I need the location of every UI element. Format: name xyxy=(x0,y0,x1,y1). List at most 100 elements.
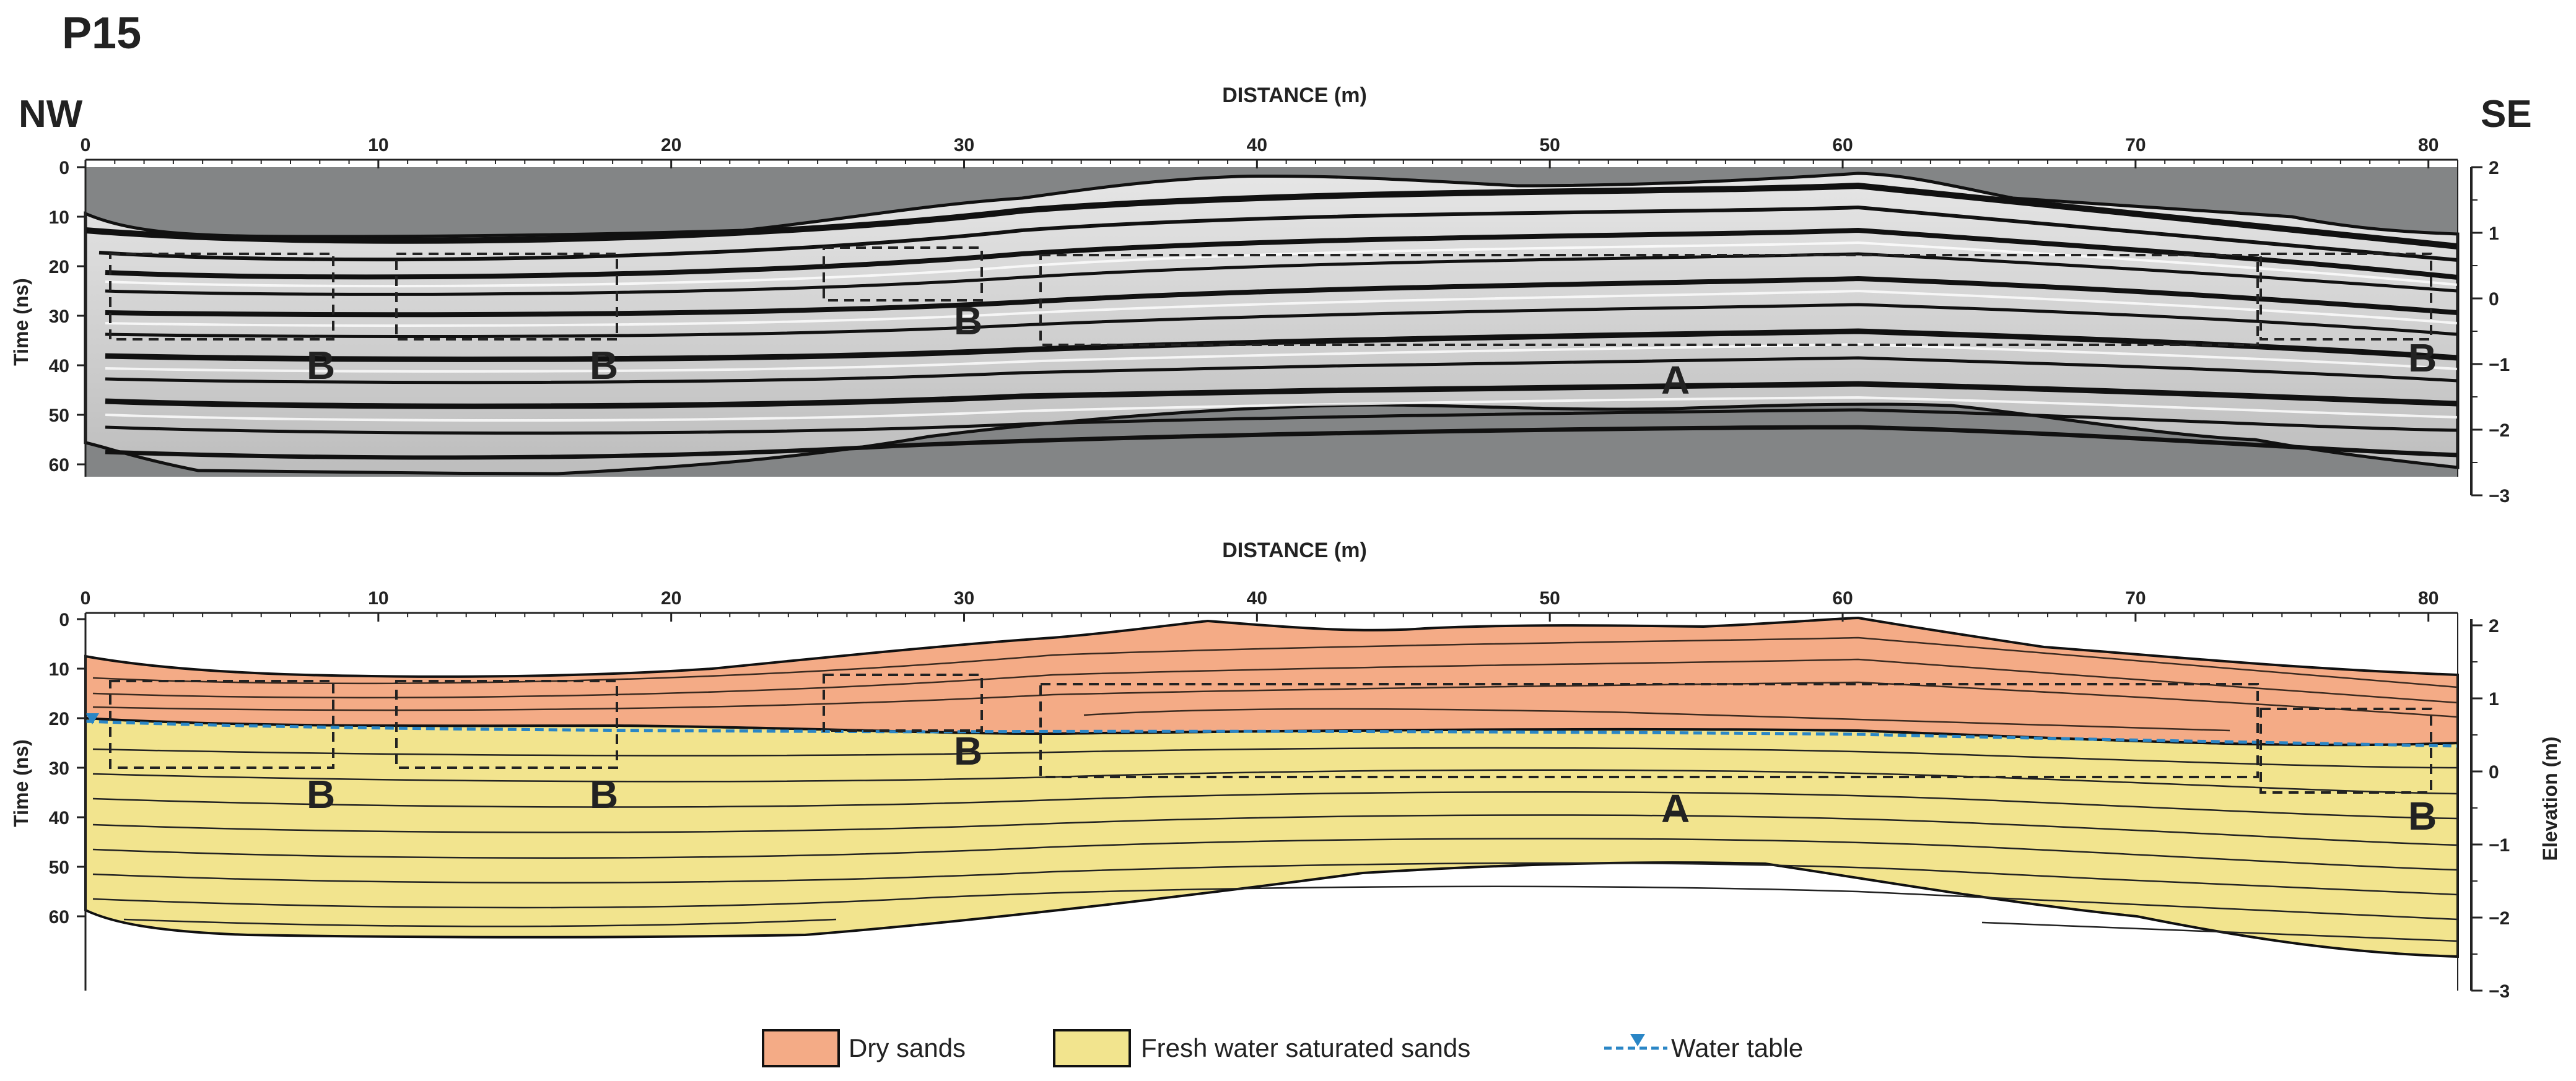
interpretation-panel: DISTANCE (m) Time (ns) Elevation (m) xyxy=(10,539,2561,1002)
x-tick-label: 30 xyxy=(954,588,974,609)
zone-box-b1 xyxy=(109,680,334,769)
top-elev-ticks: 2 1 0 −1 −2 −3 xyxy=(2471,158,2510,506)
zone-label: A xyxy=(1661,786,1690,831)
elev-tick-label: −1 xyxy=(2489,355,2510,375)
zone-box-a xyxy=(1039,683,2259,778)
x-tick-label: 80 xyxy=(2418,588,2438,609)
y-tick-label: 50 xyxy=(49,406,69,426)
y-tick-label: 20 xyxy=(49,709,69,729)
zone-label: B xyxy=(307,343,335,388)
radargram-light-bands xyxy=(105,241,2458,422)
y-tick-label: 30 xyxy=(49,758,69,779)
zone-label: B xyxy=(307,772,335,817)
zone-label: B xyxy=(590,772,618,817)
y-tick-label: 50 xyxy=(49,857,69,878)
elev-tick-label: −2 xyxy=(2489,420,2510,441)
saturated-sands-bedding xyxy=(92,747,2458,942)
x-tick-label: 40 xyxy=(1247,135,1267,155)
x-tick-label: 80 xyxy=(2418,135,2438,155)
y-tick-label: 0 xyxy=(59,158,69,178)
x-tick-label: 50 xyxy=(1540,135,1560,155)
y-tick-label: 30 xyxy=(49,306,69,327)
top-x-ticks: 0 10 20 30 40 50 60 70 80 xyxy=(81,135,2438,168)
legend-item-water-table: Water table xyxy=(1604,1033,1803,1062)
bottom-x-ticks: 0 10 20 30 40 50 60 70 80 xyxy=(81,588,2438,622)
zone-box-b4 xyxy=(2259,253,2432,341)
x-tick-label: 40 xyxy=(1247,588,1267,609)
water-table-line xyxy=(85,719,2458,748)
y-tick-label: 10 xyxy=(49,659,69,680)
legend-item-dry-sands: Dry sands xyxy=(762,1029,966,1067)
bottom-elev-ticks: 2 1 0 −1 −2 −3 xyxy=(2471,616,2510,1002)
elev-tick-label: 2 xyxy=(2489,616,2499,636)
dry-sands-unit xyxy=(84,616,2459,747)
zone-label: B xyxy=(954,729,982,773)
x-tick-label: 30 xyxy=(954,135,974,155)
x-tick-label: 0 xyxy=(81,588,91,609)
radargram-panel: DISTANCE (m) Time (ns) xyxy=(10,84,2510,506)
x-tick-label: 10 xyxy=(368,588,388,609)
zone-box-b3 xyxy=(823,674,983,732)
zone-label: B xyxy=(2408,794,2437,838)
water-table-icon xyxy=(1630,1034,1645,1046)
bottom-axes xyxy=(84,612,2473,991)
x-tick-label: 60 xyxy=(1832,135,1853,155)
legend-swatch-dry-sands xyxy=(762,1029,840,1067)
top-zone-boxes xyxy=(109,246,2432,346)
x-tick-label: 60 xyxy=(1832,588,1853,609)
x-tick-label: 50 xyxy=(1540,588,1560,609)
legend-label-dry-sands: Dry sands xyxy=(849,1033,966,1062)
elev-tick-label: 2 xyxy=(2489,158,2499,178)
y-tick-label: 40 xyxy=(49,808,69,828)
direction-nw: NW xyxy=(19,93,83,136)
y-tick-label: 20 xyxy=(49,257,69,277)
legend-label-water-table: Water table xyxy=(1671,1033,1803,1062)
x-tick-label: 20 xyxy=(661,135,681,155)
elev-tick-label: −3 xyxy=(2489,981,2510,1002)
x-tick-label: 20 xyxy=(661,588,681,609)
y-tick-label: 60 xyxy=(49,907,69,927)
elev-tick-label: 1 xyxy=(2489,224,2499,244)
bottom-y-ticks: 0 10 20 30 40 50 60 xyxy=(49,610,85,927)
legend: Dry sands Fresh water saturated sands Wa… xyxy=(762,1029,1803,1067)
zone-box-b3 xyxy=(823,246,983,302)
elevation-axis-title: Elevation (m) xyxy=(2539,737,2561,861)
bottom-zone-labels: B B B A B xyxy=(307,729,2437,838)
zone-box-b1 xyxy=(109,253,334,341)
x-tick-label: 70 xyxy=(2125,135,2146,155)
radargram-reflectors xyxy=(85,182,2458,460)
zone-box-b2 xyxy=(395,253,618,341)
top-x-axis-title: DISTANCE (m) xyxy=(1222,84,1367,107)
x-tick-label: 0 xyxy=(81,135,91,155)
zone-label: B xyxy=(2408,336,2437,380)
zone-box-b2 xyxy=(395,680,618,769)
elev-tick-label: 0 xyxy=(2489,289,2499,310)
zone-box-b4 xyxy=(2259,708,2432,794)
legend-swatch-saturated-sands xyxy=(1053,1029,1131,1067)
x-tick-label: 70 xyxy=(2125,588,2146,609)
top-zone-labels: B B B A B xyxy=(307,298,2437,402)
profile-title: P15 xyxy=(62,9,141,58)
elev-tick-label: 0 xyxy=(2489,762,2499,783)
bottom-y-axis-title: Time (ns) xyxy=(10,739,32,827)
zone-label: A xyxy=(1661,358,1690,402)
y-tick-label: 0 xyxy=(59,610,69,630)
elev-tick-label: 1 xyxy=(2489,689,2499,710)
direction-se: SE xyxy=(2481,93,2532,136)
zone-label: B xyxy=(590,343,618,388)
bottom-zone-boxes xyxy=(109,674,2432,794)
elev-tick-label: −1 xyxy=(2489,835,2510,856)
y-tick-label: 40 xyxy=(49,356,69,376)
zone-label: B xyxy=(954,298,982,343)
legend-item-saturated-sands: Fresh water saturated sands xyxy=(1053,1029,1470,1067)
zone-box-a xyxy=(1039,254,2259,346)
elev-tick-label: −3 xyxy=(2489,486,2510,506)
y-tick-label: 10 xyxy=(49,207,69,228)
top-y-axis-title: Time (ns) xyxy=(10,278,32,366)
bottom-x-axis-title: DISTANCE (m) xyxy=(1222,539,1367,562)
elev-tick-label: −2 xyxy=(2489,908,2510,929)
legend-label-saturated-sands: Fresh water saturated sands xyxy=(1141,1033,1470,1062)
x-tick-label: 10 xyxy=(368,135,388,155)
